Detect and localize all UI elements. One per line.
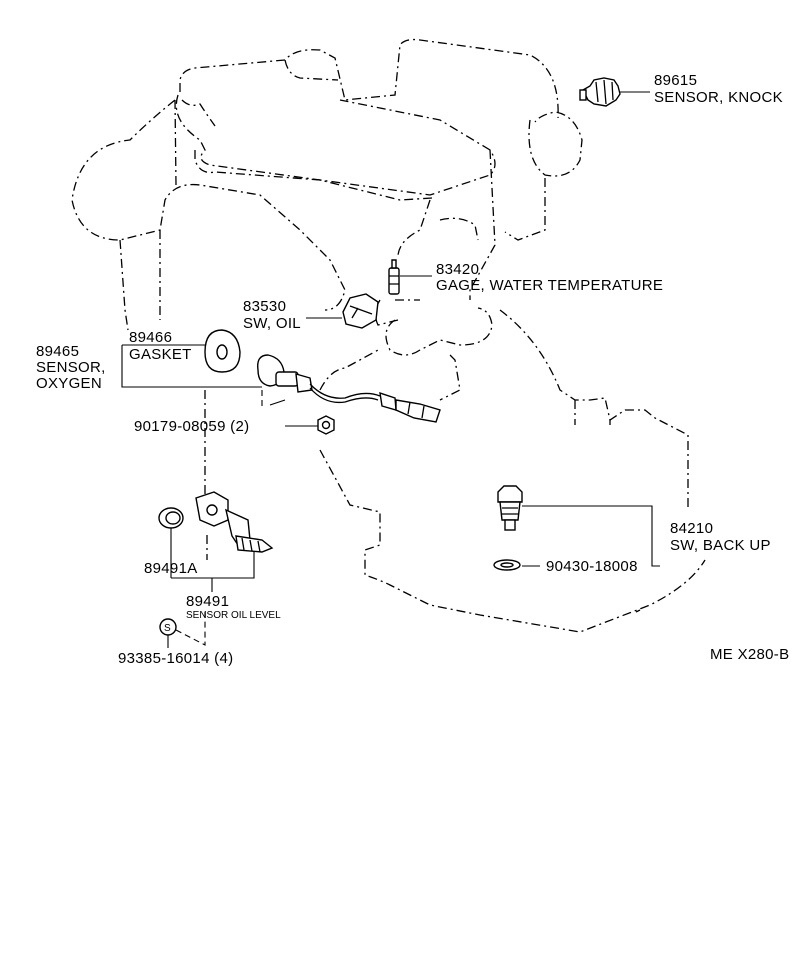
screw[interactable]: S — [159, 610, 206, 648]
back-up-switch[interactable] — [497, 485, 660, 567]
diagram-code: ME X280-B — [710, 646, 789, 663]
label-oil-switch-number: 83530 — [243, 298, 286, 315]
labels: 89615 SENSOR, KNOCK 83420 GAGE, WATER TE… — [36, 72, 789, 667]
water-temperature-gage[interactable] — [388, 259, 432, 295]
gasket[interactable] — [204, 329, 241, 373]
label-oil-level-a-number: 89491A — [144, 560, 198, 577]
bolt[interactable] — [285, 415, 335, 435]
label-gasket-name: GASKET — [129, 346, 192, 363]
label-oxygen-sensor-name-2: OXYGEN — [36, 375, 102, 392]
label-back-up-switch-name: SW, BACK UP — [670, 537, 771, 554]
label-washer-number: 90430-18008 — [546, 558, 638, 575]
label-bolt-number: 90179-08059 (2) — [134, 418, 249, 435]
oil-level-sensor[interactable] — [158, 491, 274, 592]
label-screw-number: 93385-16014 (4) — [118, 650, 233, 667]
washer[interactable] — [493, 559, 540, 571]
label-oil-switch-name: SW, OIL — [243, 315, 301, 332]
label-knock-sensor-number: 89615 — [654, 72, 697, 89]
label-oil-level-number: 89491 — [186, 593, 229, 610]
oil-switch[interactable] — [306, 293, 379, 329]
label-water-temp-number: 83420 — [436, 261, 479, 278]
label-gasket-number: 89466 — [129, 329, 172, 346]
knock-sensor[interactable] — [579, 77, 650, 107]
oxygen-sensor-leaders — [121, 344, 286, 410]
engine-outline — [71, 38, 706, 633]
screw-symbol: S — [164, 623, 171, 634]
label-back-up-switch-number: 84210 — [670, 520, 713, 537]
label-oil-level-name: SENSOR OIL LEVEL — [186, 610, 281, 621]
oxygen-sensor[interactable] — [257, 354, 441, 423]
label-oxygen-sensor-name-1: SENSOR, — [36, 359, 106, 376]
label-water-temp-name: GAGE, WATER TEMPERATURE — [436, 277, 663, 294]
label-oxygen-sensor-number: 89465 — [36, 343, 79, 360]
label-knock-sensor-name: SENSOR, KNOCK — [654, 89, 783, 106]
